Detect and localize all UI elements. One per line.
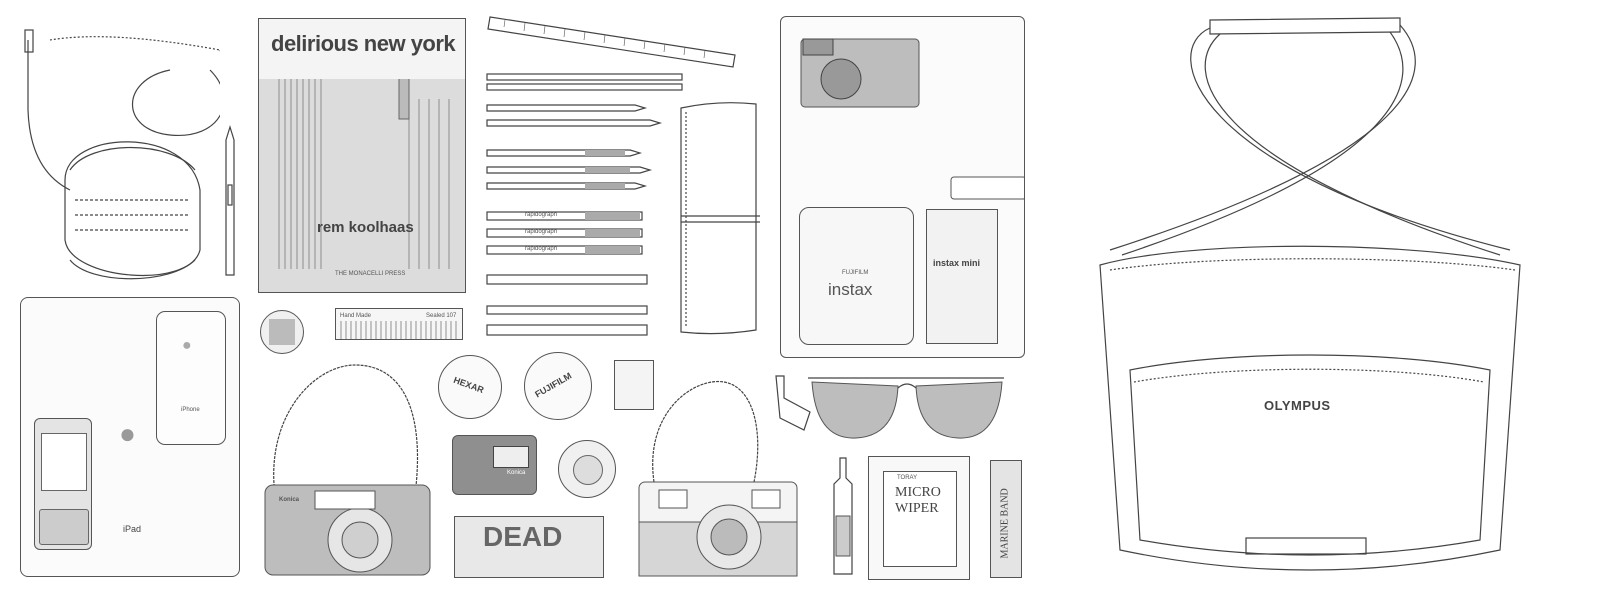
harmonica-text: MARINE BAND <box>999 488 1011 559</box>
iphone: ● iPhone <box>156 311 226 445</box>
comb-left: Hand Made <box>340 313 372 319</box>
ipod-device <box>34 418 92 550</box>
headphones <box>20 20 231 285</box>
micro-wiper-brand: TORAY <box>897 475 918 481</box>
instax-printer: FUJIFILM instax <box>799 207 914 345</box>
lens-filter <box>558 440 616 498</box>
stylus-icon <box>225 124 235 276</box>
rangefinder-camera-icon <box>638 380 798 577</box>
camera-strap-icon <box>264 364 431 576</box>
comb-teeth <box>340 321 457 339</box>
book-author: rem koolhaas <box>317 219 414 236</box>
film-box: DEAD <box>454 516 604 578</box>
harmonica: MARINE BAND <box>990 460 1022 578</box>
book-title: delirious new york <box>271 31 456 56</box>
bag-icon <box>1099 17 1521 571</box>
konica-brand: Konica <box>279 497 300 503</box>
instax-board: FUJIFILM instax instax mini <box>780 16 1025 358</box>
stylus <box>220 124 240 280</box>
lens-cleaner-bottle <box>828 456 858 578</box>
lens-cap-hexar: HEXAR <box>438 355 502 419</box>
konica-camera: Konica <box>255 355 435 580</box>
hot-shoe-icon <box>775 375 811 431</box>
comb: Hand Made Sealed 107 <box>335 308 463 340</box>
book-cover-art <box>259 79 465 292</box>
iphone-label: iPhone <box>181 407 200 413</box>
pen-brand-1: rapidograph <box>525 212 558 218</box>
hexar-text: HEXAR <box>452 374 486 396</box>
olympus-bag: OLYMPUS <box>1070 10 1550 600</box>
flash: Konica <box>452 435 537 495</box>
fujifilm-text: FUJIFILM <box>533 370 574 400</box>
pencil-icon <box>486 73 683 336</box>
micro-wiper-line1: MICRO <box>895 485 941 500</box>
bag-brand-logo: OLYMPUS <box>1264 398 1331 413</box>
notebook-icon <box>680 102 760 335</box>
hot-shoe-accessory <box>770 372 818 434</box>
notebook <box>678 98 760 338</box>
instax-printer-name: instax <box>828 280 873 299</box>
instax-film-pack: instax mini <box>926 209 998 344</box>
apple-logo-icon: ● <box>119 418 136 449</box>
comb-right: Sealed 107 <box>426 313 457 319</box>
camera-icon <box>800 38 1024 200</box>
instax-film-name: instax mini <box>933 258 981 268</box>
sunglasses-icon <box>808 377 1004 439</box>
pen-brand-2: rapidograph <box>525 229 558 235</box>
book: delirious new york rem koolhaas THE MONA… <box>258 18 466 293</box>
micro-wiper: TORAY MICRO WIPER <box>868 456 970 580</box>
ruler <box>485 15 740 70</box>
battery <box>614 360 654 410</box>
micro-wiper-line2: WIPER <box>895 501 939 516</box>
instax-printer-brand: FUJIFILM <box>842 270 869 276</box>
apple-logo-small-icon: ● <box>182 337 192 354</box>
badge <box>260 310 304 354</box>
pen-brand-3: rapidograph <box>525 246 558 252</box>
lens-cap-fujifilm: FUJIFILM <box>524 352 592 420</box>
sunglasses <box>806 372 1006 447</box>
bottle-icon <box>833 457 853 575</box>
fuji-camera <box>634 372 804 580</box>
pencil-set: rapidograph rapidograph rapidograph <box>485 72 685 342</box>
ipad-label: iPad <box>123 524 142 534</box>
book-publisher: THE MONACELLI PRESS <box>335 271 406 277</box>
ruler-icon <box>487 16 736 68</box>
headphones-icon <box>24 29 231 280</box>
flash-brand: Konica <box>507 470 526 476</box>
film-box-text: DEAD <box>483 521 563 552</box>
